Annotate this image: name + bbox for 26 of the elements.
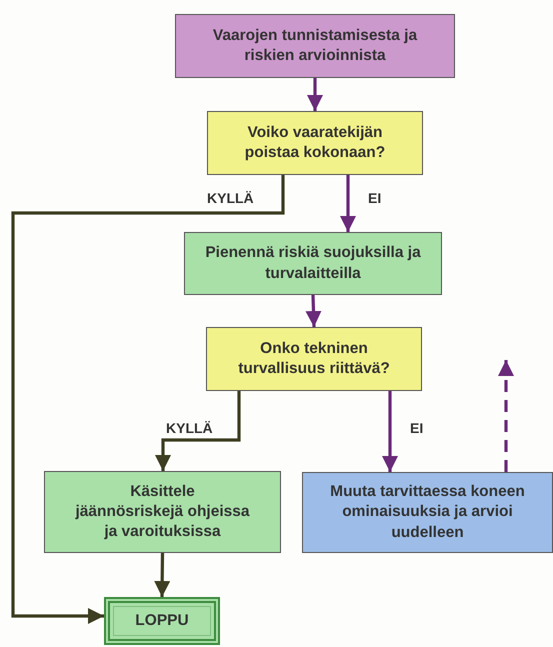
arrow xyxy=(340,175,356,232)
node-text: LOPPU xyxy=(135,610,189,631)
arrow xyxy=(307,78,323,111)
process-box xyxy=(184,232,442,295)
edge-label: KYLLÄ xyxy=(164,420,215,436)
edge-label: KYLLÄ xyxy=(205,190,256,206)
node-text: Pienennä riskiä suojuksilla ja turvalaitteilla xyxy=(204,243,422,284)
arrow xyxy=(154,552,170,598)
start-box xyxy=(175,14,455,78)
node-text: Vaarojen tunnistamisesta ja riskien arvioinnista xyxy=(212,26,418,66)
node-text: Onko tekninen turvallisuus riittävä? xyxy=(237,338,391,379)
decision-box xyxy=(207,111,423,175)
process-box xyxy=(44,471,281,553)
process-box xyxy=(302,472,553,553)
node-text: Käsittele jäännösriskejä ohjeissa ja varoituksissa xyxy=(75,482,250,542)
node-text: Muuta tarvittaessa koneen ominaisuuksia ja arvioi uudelleen xyxy=(329,482,526,543)
arrow xyxy=(306,294,322,328)
node-text: Voiko vaaratekijän poistaa kokonaan? xyxy=(244,122,386,163)
arrow xyxy=(11,175,285,624)
arrow xyxy=(382,391,398,472)
end-box xyxy=(104,597,220,645)
arrow xyxy=(155,391,241,471)
decision-box xyxy=(206,327,422,391)
edge-label: EI xyxy=(408,420,426,436)
edge-label: EI xyxy=(366,190,384,206)
arrow xyxy=(498,360,514,472)
